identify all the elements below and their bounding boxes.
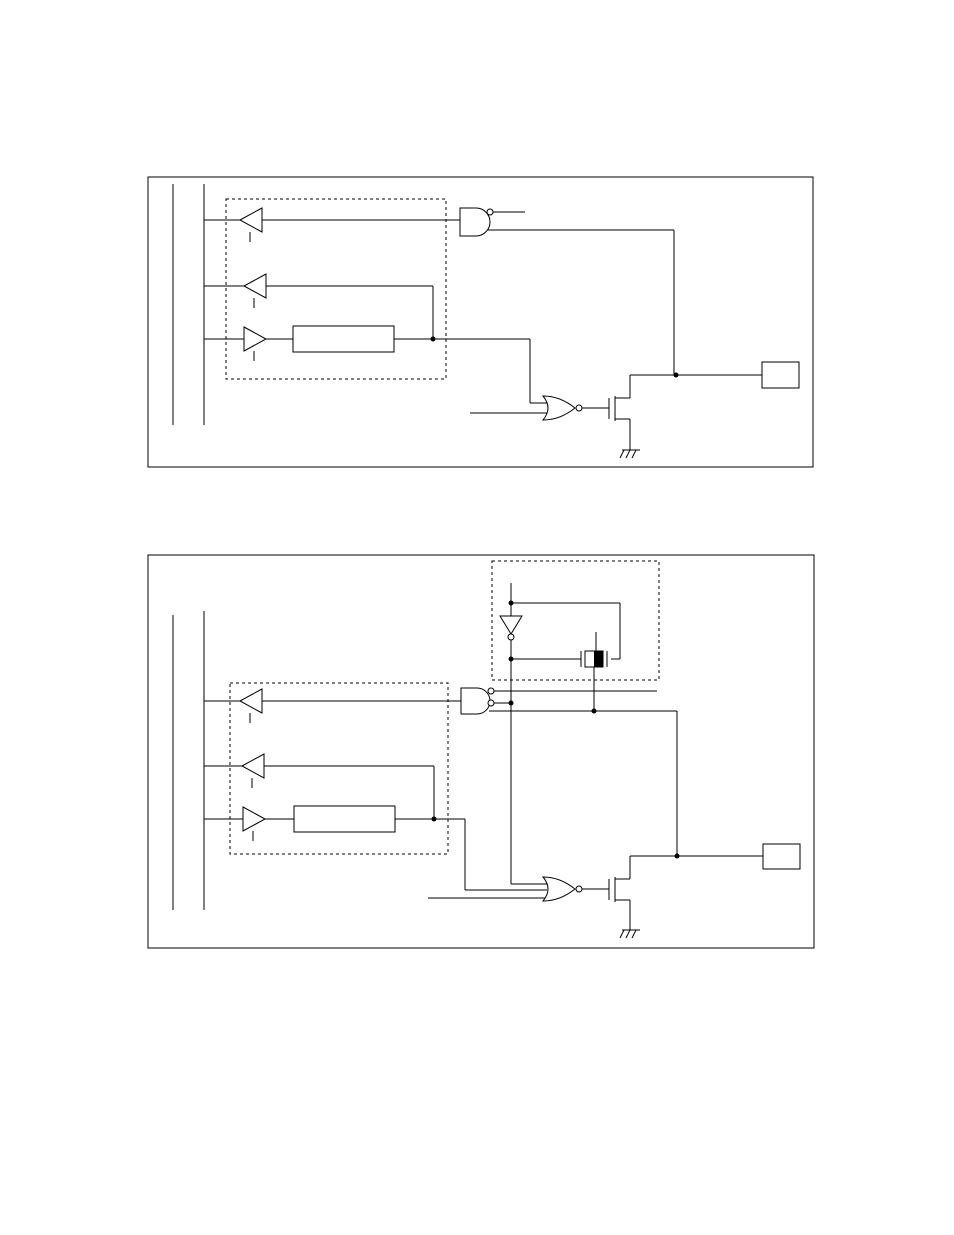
nmos-transistor: [609, 856, 630, 930]
diagram-1: [148, 177, 813, 467]
ground-symbol: [620, 450, 640, 458]
internal-bus: [173, 184, 204, 425]
output-buffer: [204, 327, 293, 361]
pin-box: [762, 362, 799, 388]
diagram-2-frame: [148, 555, 814, 948]
inverter: [500, 616, 522, 884]
junction-dot: [432, 817, 437, 822]
nmos-transistor: [609, 375, 630, 450]
capacitor-element: [581, 632, 607, 711]
output-buffer: [204, 807, 294, 841]
nor-gate: [543, 877, 609, 901]
ground-symbol: [620, 930, 640, 938]
pin-box: [763, 844, 800, 869]
input-buffer-upper: [204, 689, 461, 723]
register-box: [293, 326, 394, 352]
control-block-circuit: [509, 583, 621, 659]
junction-dot: [431, 337, 436, 342]
junction-dot: [592, 709, 597, 714]
junction-dot: [675, 854, 680, 859]
and-gate-inverted-input: [460, 208, 674, 236]
junction-dot: [509, 701, 514, 706]
internal-bus: [173, 611, 204, 910]
junction-dot: [674, 373, 679, 378]
and-gate-inverted-inputs: [461, 688, 677, 714]
input-buffer-upper: [204, 208, 460, 242]
diagram-2: [148, 555, 814, 948]
register-box: [294, 806, 395, 832]
nor-gate: [543, 396, 609, 420]
